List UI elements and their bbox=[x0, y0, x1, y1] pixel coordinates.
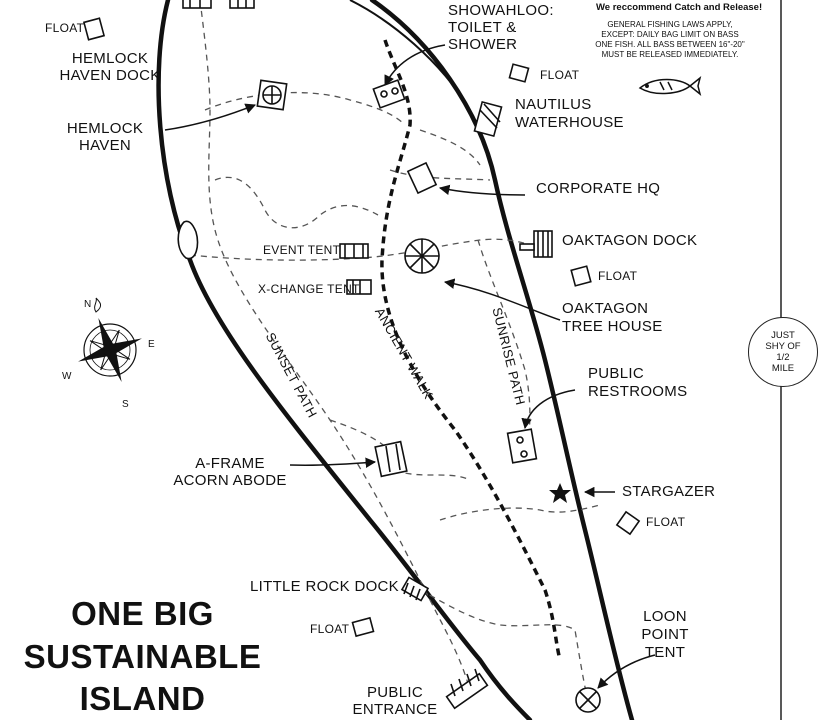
label-showahloo-2: TOILET & bbox=[448, 19, 517, 36]
label-showahloo-1: SHOWAHLOO: bbox=[448, 2, 554, 19]
nautilus-waterhouse-icon bbox=[473, 100, 503, 138]
compass-n: N bbox=[84, 299, 92, 310]
compass-w: W bbox=[62, 371, 72, 382]
distance-line-4: MILE bbox=[771, 363, 795, 374]
public-entrance-dock-icon bbox=[445, 668, 489, 710]
float-nautilus-icon bbox=[508, 63, 530, 83]
label-float-hemlock: FLOAT bbox=[45, 21, 85, 35]
fishing-note-line-2: EXCEPT: DAILY BAG LIMIT ON BASS bbox=[601, 30, 739, 39]
label-float-little-rock: FLOAT bbox=[310, 622, 350, 636]
distance-line-3: 1/2 bbox=[776, 352, 790, 363]
label-little-rock-dock: LITTLE ROCK DOCK bbox=[250, 578, 399, 595]
compass-s: S bbox=[122, 399, 129, 410]
map-title-line-2: SUSTAINABLE bbox=[23, 638, 262, 675]
map-title-line-3: ISLAND bbox=[79, 680, 206, 717]
float-hemlock-icon bbox=[82, 17, 106, 41]
event-tent-icon bbox=[339, 243, 369, 259]
fishing-note-line-3: ONE FISH. ALL BASS BETWEEN 16"-20" bbox=[595, 40, 745, 49]
label-float-nautilus: FLOAT bbox=[540, 68, 580, 82]
label-float-stargazer: FLOAT bbox=[646, 515, 686, 529]
label-hemlock-haven-2: HAVEN bbox=[78, 137, 132, 154]
label-event-tent: EVENT TENT bbox=[263, 243, 341, 257]
aframe-acorn-abode-icon bbox=[374, 440, 408, 478]
oaktagon-tree-house-icon bbox=[404, 238, 440, 274]
float-oaktagon-icon bbox=[570, 265, 592, 287]
compass-e: E bbox=[148, 339, 155, 350]
oaktagon-dock-icon bbox=[519, 230, 553, 258]
xchange-tent-icon bbox=[346, 279, 372, 295]
distance-line-1: JUST bbox=[771, 330, 795, 341]
label-corporate-hq: CORPORATE HQ bbox=[536, 180, 661, 197]
label-oaktagon-tree-2: TREE HOUSE bbox=[562, 318, 663, 335]
label-loon-3: TENT bbox=[644, 644, 686, 661]
distance-line-2: SHY OF bbox=[765, 341, 801, 352]
label-hemlock-dock-1: HEMLOCK bbox=[71, 50, 149, 67]
ancient-walk-trail bbox=[380, 39, 562, 661]
corporate-hq-icon bbox=[406, 161, 438, 195]
label-public-entrance-2: ENTRANCE bbox=[352, 701, 438, 718]
label-stargazer: STARGAZER bbox=[622, 483, 716, 500]
label-xchange-tent: X-CHANGE TENT bbox=[258, 282, 360, 296]
label-hemlock-dock-2: HAVEN DOCK bbox=[59, 67, 161, 84]
label-nautilus-1: NAUTILUS bbox=[515, 96, 592, 113]
callout-arrows bbox=[164, 44, 656, 689]
float-little-rock-icon bbox=[351, 616, 375, 638]
fishing-note-line-1: GENERAL FISHING LAWS APPLY, bbox=[607, 20, 733, 29]
label-aframe-2: ACORN ABODE bbox=[173, 472, 287, 489]
showahloo-icon bbox=[372, 79, 406, 109]
loon-point-tent-icon bbox=[575, 687, 601, 713]
hemlock-haven-dock-icon bbox=[182, 0, 255, 9]
label-hemlock-haven-1: HEMLOCK bbox=[66, 120, 144, 137]
compass-rose-icon bbox=[78, 297, 142, 382]
hemlock-haven-cabin-icon bbox=[256, 79, 288, 111]
distance-marker: JUST SHY OF 1/2 MILE bbox=[748, 317, 818, 387]
island-inner-shore bbox=[349, 0, 471, 111]
label-nautilus-2: WATERHOUSE bbox=[515, 114, 624, 131]
label-public-entrance-1: PUBLIC bbox=[367, 684, 423, 701]
label-aframe-1: A-FRAME bbox=[195, 455, 265, 472]
fishing-note-headline: We reccommend Catch and Release! bbox=[596, 2, 763, 13]
label-oaktagon-tree-1: OAKTAGON bbox=[562, 300, 649, 317]
little-rock-dock-icon bbox=[400, 576, 430, 602]
stargazer-star-icon bbox=[549, 483, 571, 503]
label-float-oaktagon: FLOAT bbox=[598, 269, 638, 283]
fish-icon bbox=[638, 76, 702, 96]
fishing-note-line-4: MUST BE RELEASED IMMEDIATELY. bbox=[601, 50, 739, 59]
label-loon-2: POINT bbox=[641, 626, 689, 643]
public-restrooms-icon bbox=[506, 428, 538, 464]
label-showahloo-3: SHOWER bbox=[448, 36, 518, 53]
float-stargazer-icon bbox=[615, 510, 641, 536]
label-public-restrooms-1: PUBLIC bbox=[588, 365, 644, 382]
label-public-restrooms-2: RESTROOMS bbox=[588, 383, 688, 400]
map-title-line-1: ONE BIG bbox=[71, 595, 214, 632]
label-loon-1: LOON bbox=[643, 608, 687, 625]
label-oaktagon-dock: OAKTAGON DOCK bbox=[562, 232, 698, 249]
rock-outcrop-icon bbox=[177, 220, 199, 260]
